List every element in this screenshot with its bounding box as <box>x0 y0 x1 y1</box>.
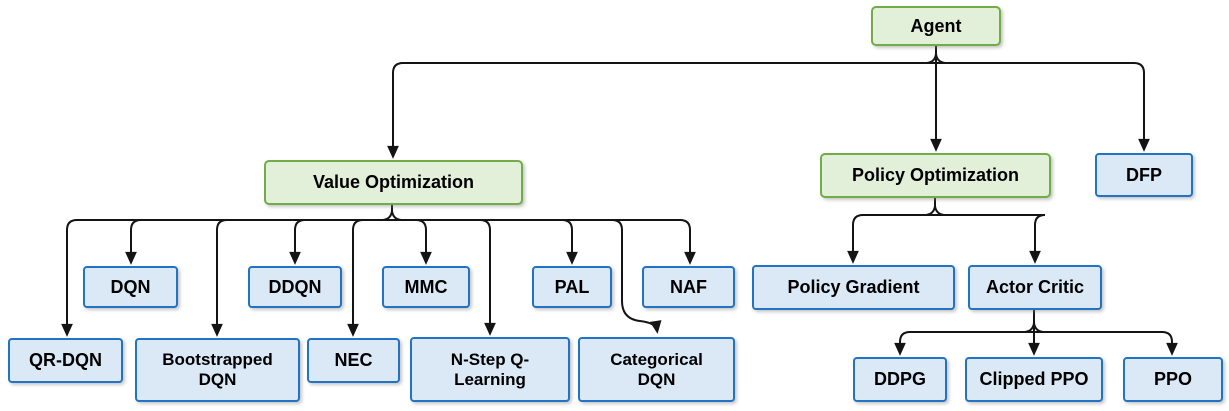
edge-actor-critic-ddpg <box>894 331 1034 356</box>
edge-actor-critic-ppo <box>1034 331 1178 356</box>
edge-value-optimization-bootstrapped-dqn <box>211 219 228 337</box>
edge-value-optimization-naf <box>392 219 696 265</box>
node-ppo: PPO <box>1123 357 1223 402</box>
edge-agent-value-optimization <box>387 62 936 159</box>
node-agent: Agent <box>871 6 1001 46</box>
node-mmc: MMC <box>382 266 470 308</box>
edge-value-optimization-pal <box>561 219 578 265</box>
node-qr-dqn: QR-DQN <box>8 338 123 383</box>
node-ddpg: DDPG <box>853 357 947 402</box>
node-n-step-q-learning: N-Step Q-Learning <box>410 337 570 402</box>
edge-value-optimization-n-step-q-learning <box>479 219 496 336</box>
node-naf: NAF <box>642 266 735 308</box>
node-ddqn: DDQN <box>248 266 342 308</box>
edge-value-optimization-categorical-dqn <box>611 219 662 334</box>
node-categorical-dqn: Categorical DQN <box>578 337 735 402</box>
node-policy-optimization: Policy Optimization <box>820 153 1051 198</box>
edge-value-optimization-dqn <box>125 219 142 265</box>
node-clipped-ppo: Clipped PPO <box>965 357 1103 402</box>
edge-junction-value-optimization <box>382 210 402 221</box>
node-pal: PAL <box>532 266 612 308</box>
node-value-optimization: Value Optimization <box>264 160 523 205</box>
node-dqn: DQN <box>83 266 178 308</box>
edge-junction-policy-optimization <box>925 205 945 216</box>
node-policy-gradient: Policy Gradient <box>752 265 955 310</box>
node-dfp: DFP <box>1095 153 1193 197</box>
edge-value-optimization-nec <box>347 219 364 337</box>
edge-value-optimization-qr-dqn <box>61 219 392 337</box>
edge-policy-optimization-actor-critic <box>935 214 1046 264</box>
node-bootstrapped-dqn: Bootstrapped DQN <box>135 338 300 402</box>
edge-value-optimization-mmc <box>415 219 432 265</box>
node-actor-critic: Actor Critic <box>968 265 1102 310</box>
node-nec: NEC <box>307 338 400 383</box>
edge-junction-agent <box>926 53 946 64</box>
edge-value-optimization-ddqn <box>289 219 306 265</box>
edge-policy-optimization-policy-gradient <box>847 214 935 264</box>
edge-agent-dfp <box>936 62 1150 152</box>
